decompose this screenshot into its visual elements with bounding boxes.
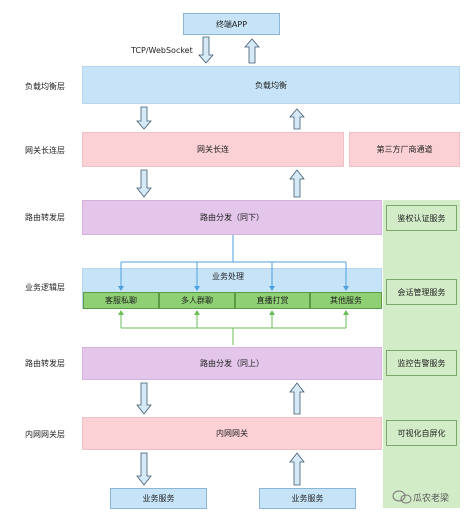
router-up-box: 路由分发（同上）	[82, 347, 382, 380]
watermark-text: 瓜农老梁	[413, 494, 450, 504]
monitor-service-box: 监控告警服务	[386, 350, 457, 376]
layer-label-logic: 业务逻辑层	[25, 283, 65, 292]
watermark-icon	[392, 490, 412, 504]
aggregation-arrowheads	[118, 310, 349, 315]
gateway-box: 网关长连	[82, 132, 344, 167]
arrow-down-5	[136, 452, 152, 486]
arrow-up-4	[289, 382, 305, 415]
visualization-service-box: 可视化自屏化	[386, 420, 457, 446]
session-service-box: 会话管理服务	[386, 279, 457, 305]
distribution-arrowheads	[118, 286, 349, 291]
service-live-reward: 直播打赏	[235, 292, 310, 309]
arrow-up-1	[244, 38, 260, 64]
service-customer-chat: 客服私聊	[83, 292, 159, 309]
service-group-chat: 多人群聊	[159, 292, 235, 309]
load-balance-box: 负载均衡	[82, 66, 460, 104]
business-logic-title: 业务处理	[212, 272, 244, 281]
router-down-box: 路由分发（同下）	[82, 200, 382, 235]
arrow-up-5	[289, 452, 305, 486]
arrow-down-1	[198, 36, 214, 64]
arrow-down-4	[136, 382, 152, 415]
terminal-app-box: 终端APP	[183, 13, 280, 35]
service-other: 其他服务	[310, 292, 382, 309]
layer-label-intranet: 内网网关层	[25, 430, 65, 439]
distribution-lines	[120, 235, 347, 290]
intranet-gateway-box: 内网网关	[82, 417, 382, 450]
auth-service-box: 鉴权认证服务	[386, 205, 457, 231]
third-party-channel-box: 第三方厂商通道	[349, 132, 460, 167]
layer-label-router-down: 路由转发层	[25, 213, 65, 222]
arrow-down-2	[136, 106, 152, 130]
bottom-service-left: 业务服务	[110, 488, 207, 509]
aggregation-lines	[120, 311, 347, 345]
layer-label-gateway: 网关长连层	[25, 146, 65, 155]
bottom-service-right: 业务服务	[259, 488, 356, 509]
arrow-up-2	[289, 108, 305, 130]
protocol-label: TCP/WebSocket	[131, 46, 193, 55]
arrow-down-3	[136, 169, 152, 198]
layer-label-load-balance: 负载均衡层	[25, 82, 65, 91]
arrow-up-3	[289, 169, 305, 198]
layer-label-router-up: 路由转发层	[25, 359, 65, 368]
